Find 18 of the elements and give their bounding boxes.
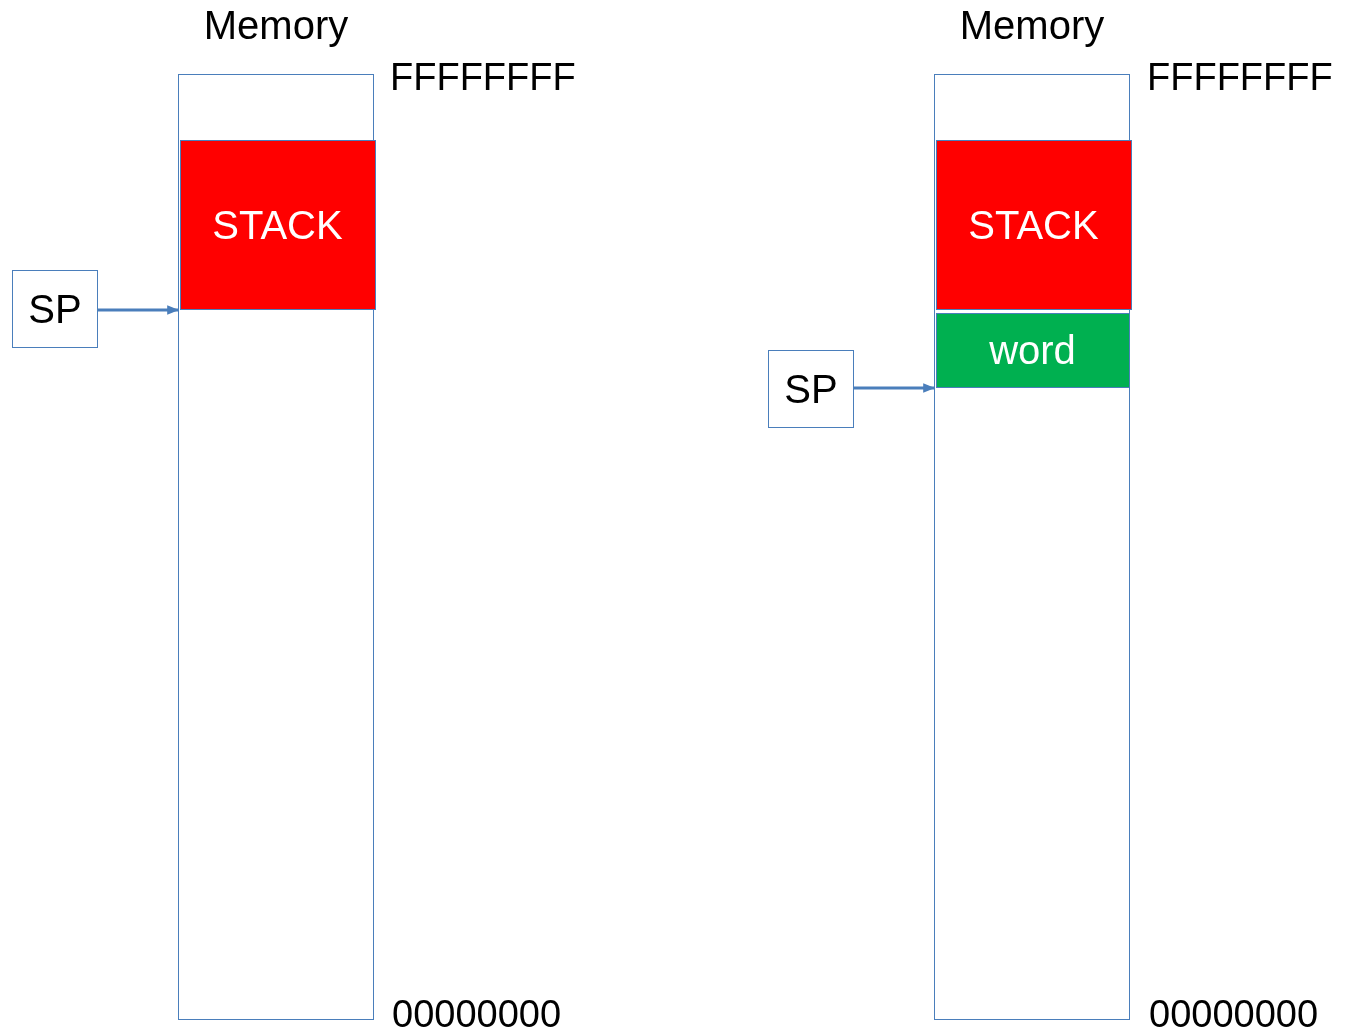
stack-block	[935, 139, 1132, 310]
address-label: FFFFFFFF	[1147, 58, 1333, 96]
pointer-arrow	[98, 305, 180, 315]
block-label: SP	[28, 289, 82, 329]
pointer-arrow	[854, 383, 936, 393]
address-label: FFFFFFFF	[390, 58, 576, 96]
stack-pointer-box	[768, 350, 854, 428]
stack-block	[179, 139, 376, 310]
memory-heading: Memory	[202, 5, 350, 45]
block-label: STACK	[212, 204, 343, 245]
block-label: word	[989, 330, 1076, 370]
address-label: 00000000	[392, 995, 562, 1033]
address-label: 00000000	[1149, 995, 1319, 1033]
block-label: SP	[784, 369, 838, 409]
memory-heading: Memory	[958, 5, 1106, 45]
word-block	[935, 312, 1130, 388]
stack-pointer-box	[12, 270, 98, 348]
block-label: STACK	[968, 204, 1099, 245]
